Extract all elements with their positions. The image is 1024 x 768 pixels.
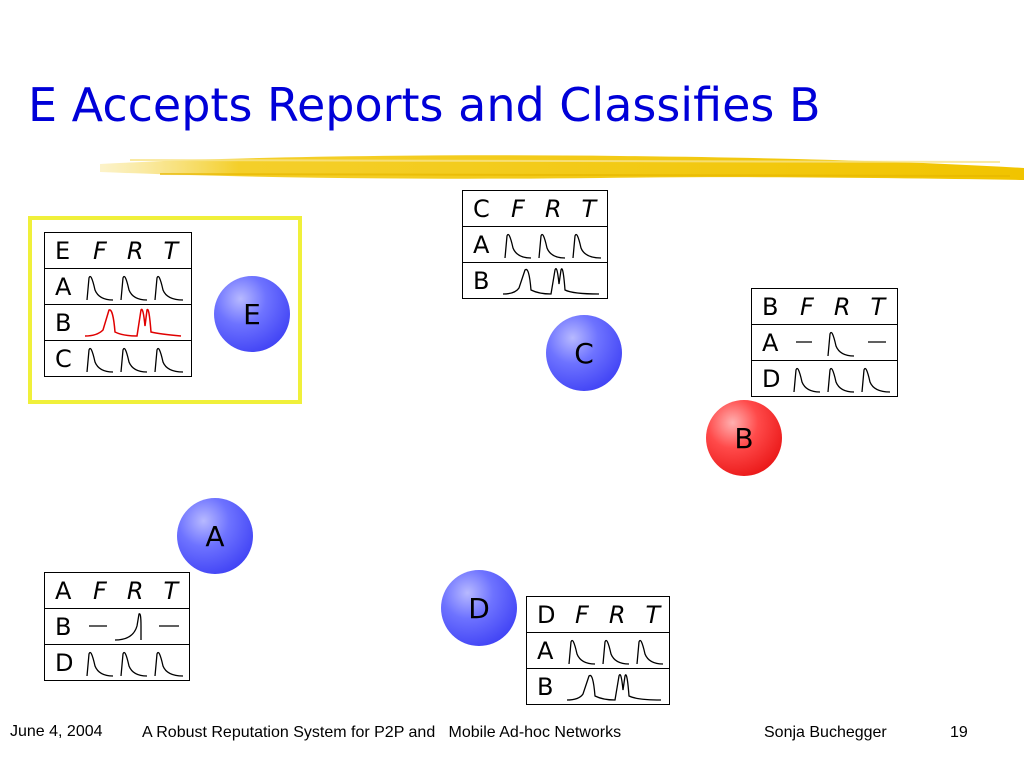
table-header: C F R T <box>463 191 607 226</box>
distribution-curve <box>502 267 600 295</box>
table-header: B F R T <box>752 289 897 324</box>
table-row: B <box>45 304 191 340</box>
table-owner-label: B <box>762 292 779 321</box>
table-E: E F R T A B C <box>44 232 192 377</box>
footer-paper-title: A Robust Reputation System for P2P and M… <box>142 724 622 741</box>
header-F: F <box>800 292 814 321</box>
table-B: B F R T A D <box>751 288 898 397</box>
row-label: A <box>762 328 779 357</box>
header-T: T <box>645 600 661 629</box>
header-F: F <box>93 236 107 265</box>
footer-date: June 4, 2004 <box>10 723 103 740</box>
title-highlighter-stroke <box>100 155 1024 180</box>
header-R: R <box>833 292 851 321</box>
table-D: D F R T A B <box>526 596 670 705</box>
node-C: C <box>546 315 622 391</box>
row-label: D <box>762 364 781 393</box>
distribution-curve <box>568 639 664 665</box>
table-header: D F R T <box>527 597 669 632</box>
table-row: C <box>45 340 191 376</box>
table-row: D <box>752 360 897 396</box>
distribution-curve <box>89 613 179 641</box>
highlight-frame <box>28 216 302 404</box>
row-label: A <box>55 272 72 301</box>
footer-page-number: 19 <box>950 724 968 741</box>
header-T: T <box>163 576 179 605</box>
distribution-curve <box>86 275 184 301</box>
header-R: R <box>126 576 144 605</box>
table-row: A <box>752 324 897 360</box>
row-label: B <box>55 308 72 337</box>
header-T: T <box>581 194 597 223</box>
node-B: B <box>706 400 782 476</box>
header-R: R <box>544 194 562 223</box>
row-label: B <box>473 266 490 295</box>
distribution-curve <box>796 331 886 357</box>
distribution-curve <box>566 673 662 701</box>
distribution-curve <box>504 233 602 259</box>
distribution-curve <box>86 347 184 373</box>
header-T: T <box>870 292 886 321</box>
table-row: D <box>45 644 189 680</box>
table-header: E F R T <box>45 233 191 268</box>
distribution-curve <box>86 651 184 677</box>
distribution-curve <box>793 367 891 393</box>
table-header: A F R T <box>45 573 189 608</box>
row-label: B <box>537 672 554 701</box>
distribution-curve-red <box>84 308 182 337</box>
header-F: F <box>511 194 525 223</box>
row-label: C <box>55 344 72 373</box>
header-F: F <box>575 600 589 629</box>
table-owner-label: E <box>55 236 71 265</box>
table-row: B <box>463 262 607 298</box>
table-C: C F R T A B <box>462 190 608 299</box>
footer-author: Sonja Buchegger <box>764 724 887 741</box>
row-label: A <box>537 636 554 665</box>
row-label: D <box>55 648 74 677</box>
header-T: T <box>163 236 179 265</box>
node-A: A <box>177 498 253 574</box>
header-R: R <box>608 600 626 629</box>
slide-title: E Accepts Reports and Classifies B <box>28 78 821 132</box>
table-owner-label: D <box>537 600 556 629</box>
table-row: B <box>527 668 669 704</box>
table-row: A <box>463 226 607 262</box>
row-label: B <box>55 612 72 641</box>
header-R: R <box>126 236 144 265</box>
table-row: A <box>45 268 191 304</box>
node-D: D <box>441 570 517 646</box>
header-F: F <box>93 576 107 605</box>
table-row: A <box>527 632 669 668</box>
table-owner-label: A <box>55 576 72 605</box>
node-E: E <box>214 276 290 352</box>
table-A: A F R T B D <box>44 572 190 681</box>
row-label: A <box>473 230 490 259</box>
table-row: B <box>45 608 189 644</box>
table-owner-label: C <box>473 194 490 223</box>
